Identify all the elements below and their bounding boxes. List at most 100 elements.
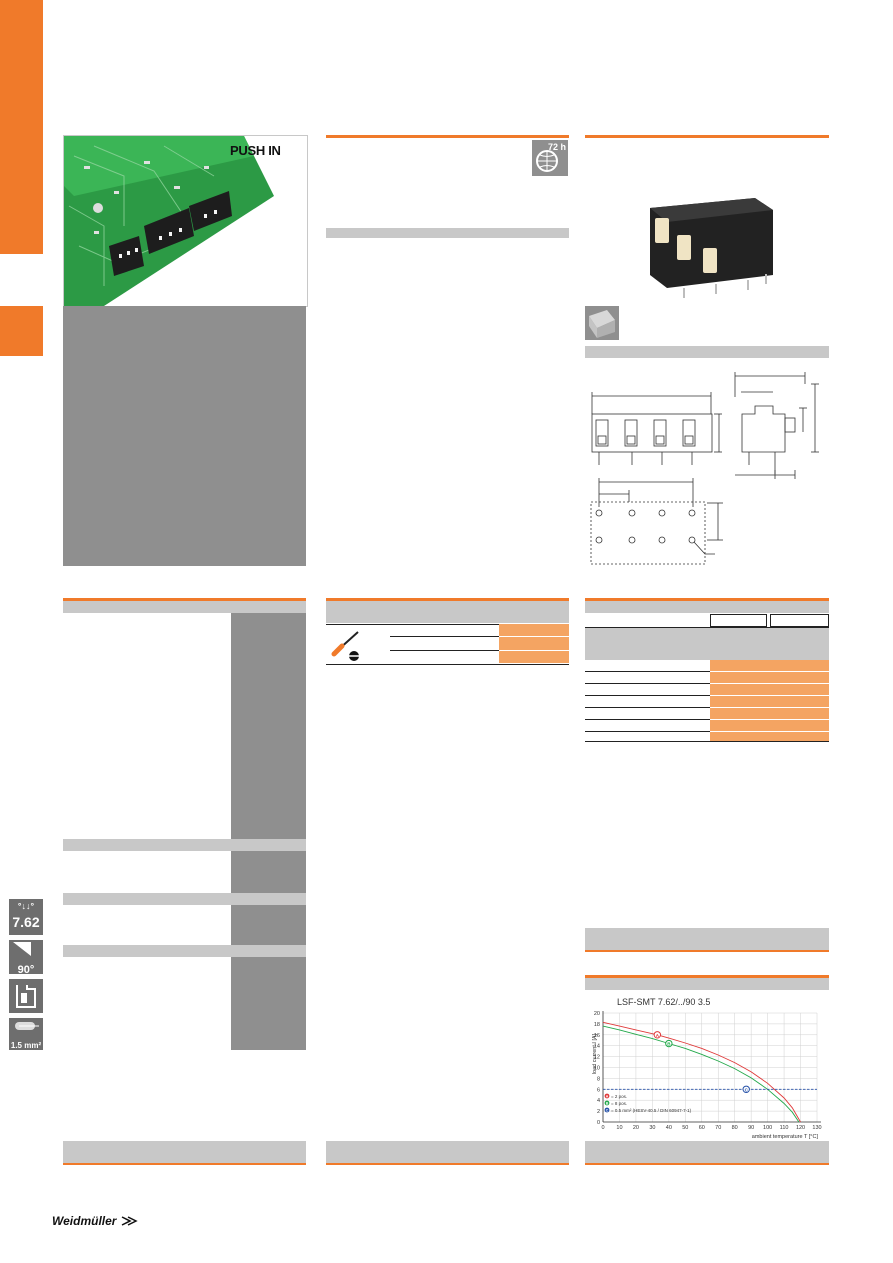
3d-model-icon [585,306,619,340]
col3-value-cell-2 [710,672,829,683]
chart-ylabel: load current I [A] [592,1033,598,1074]
y-tick-label: 20 [594,1011,600,1017]
x-tick-label: 40 [666,1125,672,1131]
col3-value-cell-3 [710,684,829,695]
col2-table-top-rule [326,624,569,625]
marker-label-C: C [745,1087,749,1092]
series-line-A [602,1021,801,1123]
col3-chart-rule [585,975,829,978]
col3-chart-bar [585,978,829,990]
col3-value-cell-7 [710,732,829,741]
pitch-symbol-icon: °↓↓° [17,901,35,911]
legend-marker-B [604,1100,610,1106]
legend-marker-label: A [606,1095,609,1099]
col2-lower-bar [326,601,569,623]
marker-C [742,1085,750,1094]
y-tick-label: 4 [597,1098,600,1104]
col3-header-box-1 [710,614,767,627]
col2-row-rule-1 [390,636,499,637]
margin-tab-lower [0,306,43,356]
col2-section-bar [326,228,569,238]
x-tick-label: 90 [748,1125,754,1131]
y-tick-label: 16 [594,1033,600,1039]
legend-marker-C [604,1107,610,1113]
right-angle-icon [13,942,31,956]
y-tick-label: 8 [597,1076,600,1082]
weidmueller-mark-icon [122,1216,139,1226]
screwdriver-icon [331,631,359,661]
angle-label: 90° [17,964,35,976]
feature-text-block [63,306,306,566]
col3-row-rule-6 [585,731,710,732]
legend-label: = 8 pos. [611,1101,627,1106]
brand-logo: Weidmüller [52,1214,140,1228]
col3-footer-bar [585,1141,829,1163]
col1-subsection-bar-2 [63,893,306,905]
wire-cross-section-icon [15,1022,39,1030]
legend-marker-A [604,1093,610,1099]
x-tick-label: 70 [715,1125,721,1131]
x-tick-label: 80 [732,1125,738,1131]
col3-row-rule-1 [585,671,710,672]
legend-marker-label: B [606,1102,609,1106]
col3-lower-rule [585,598,829,601]
y-tick-label: 6 [597,1087,600,1093]
col2-value-cell-3 [499,651,569,663]
marker-label-B: B [667,1042,671,1047]
col2-footer-bar [326,1141,569,1163]
product-photo: PUSH IN [63,135,308,307]
derating-chart: LSF-SMT 7.62/../90 3.5 load current I [A… [592,997,822,1140]
col1-value-column-2 [231,851,306,893]
col3-note-rule [585,950,829,952]
y-tick-label: 0 [597,1120,600,1126]
col2-footer-rule [326,1163,569,1165]
col3-row-rule-2 [585,683,710,684]
legend-marker-label: C [606,1109,609,1113]
col1-lower-bar [63,601,306,613]
delivery-label: 72 h [547,142,566,152]
x-tick-label: 100 [763,1125,772,1131]
col3-note-bar [585,928,829,950]
x-tick-label: 20 [633,1125,639,1131]
col3-dimension-bar [585,346,829,358]
x-tick-label: 10 [616,1125,622,1131]
clamp-icon [9,979,43,1013]
spring-clamp-icon [16,985,36,1008]
chart-xlabel: ambient temperature T [°C] [752,1134,819,1140]
col3-header-rule [585,627,829,628]
col3-value-cell-1 [710,660,829,671]
wire-icon: 1.5 mm² [9,1018,43,1050]
col2-value-cell-1 [499,624,569,636]
col1-subsection-bar-1 [63,839,306,851]
col3-value-cell-5 [710,708,829,719]
col2-table-bottom-rule [326,664,569,665]
col3-row-rule-3 [585,695,710,696]
col3-lower-bar [585,601,829,613]
y-tick-label: 14 [594,1044,600,1050]
y-tick-label: 10 [594,1066,600,1072]
col2-row-rule-2 [390,650,499,651]
x-tick-label: 130 [812,1125,821,1131]
chart-title: LSF-SMT 7.62/../90 3.5 [617,997,710,1007]
x-tick-label: 60 [699,1125,705,1131]
col1-footer-bar [63,1141,306,1163]
y-tick-label: 18 [594,1022,600,1028]
col3-row-rule-4 [585,707,710,708]
margin-tab-top [0,0,43,254]
x-tick-label: 120 [796,1125,805,1131]
col3-subheader-bar [585,628,829,660]
col2-lower-rule [326,598,569,601]
legend-label: = 2 pos. [611,1094,627,1099]
col3-footer-rule [585,1163,829,1165]
x-tick-label: 30 [649,1125,655,1131]
series-line-B [602,1025,800,1123]
col1-lower-rule [63,598,306,601]
col2-header-rule [326,135,569,138]
x-tick-label: 110 [780,1125,789,1131]
delivery-badge: 72 h [532,140,568,176]
marker-B [665,1039,673,1048]
marker-label-A: A [656,1033,660,1038]
col1-value-column-3 [231,905,306,945]
push-in-label: PUSH IN [230,142,281,158]
pitch-label: 7.62 [12,914,40,930]
